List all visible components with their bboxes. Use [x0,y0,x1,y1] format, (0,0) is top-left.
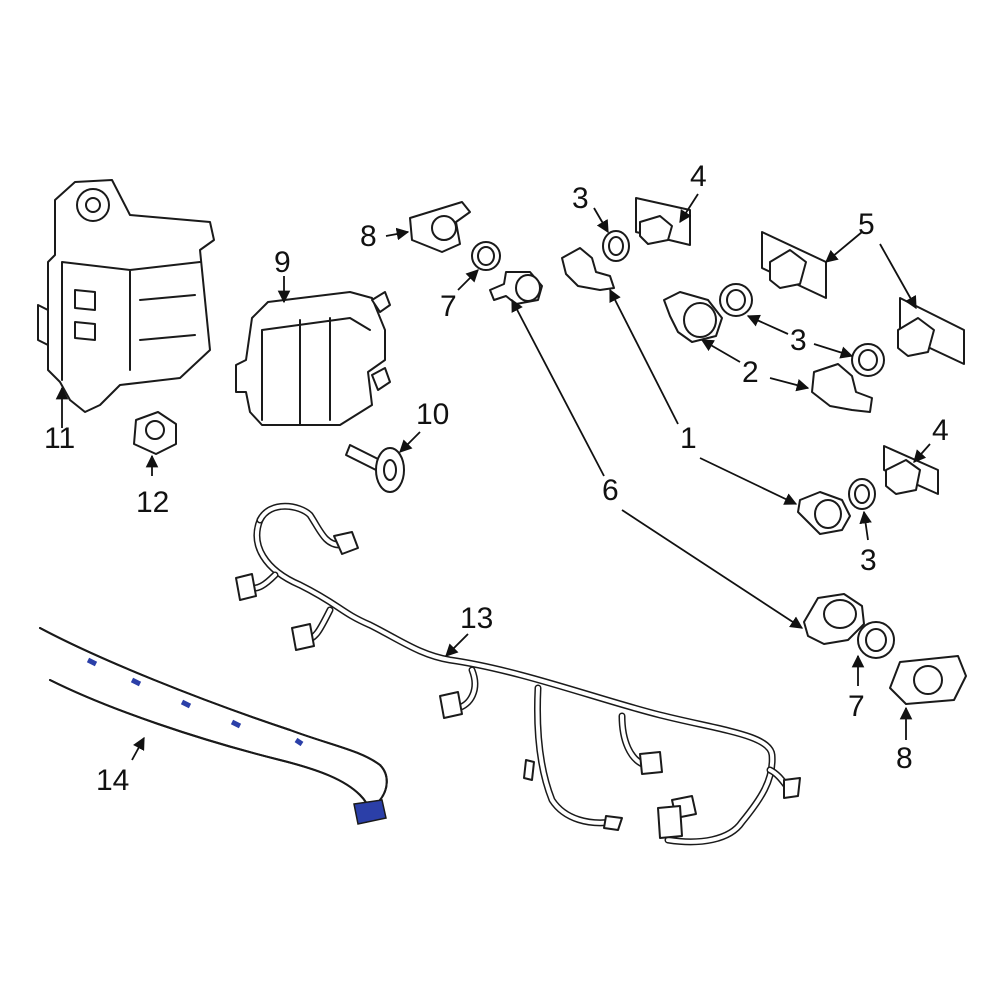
part-3-ring-lower [848,478,876,510]
callout-3-lower: 3 [860,544,877,577]
part-1-sensor-lower [797,491,851,535]
part-12-nut [133,411,177,455]
callout-14: 14 [96,764,129,797]
part-8-bezel-upper [409,201,471,253]
callout-7-lower: 7 [848,690,865,723]
callout-12: 12 [136,486,169,519]
callout-5: 5 [858,208,875,241]
part-6-sensor-upper [489,271,543,305]
callout-1: 1 [680,422,697,455]
callout-3-middle: 3 [790,324,807,357]
part-8-bezel-lower [889,655,967,705]
part-6-sensor-lower [803,593,865,645]
part-5-bracket-upper [761,231,827,299]
part-3-ring-top [602,230,630,262]
part-2-sensor-b [811,363,873,413]
callout-13: 13 [460,602,493,635]
part-14-highlighted-harness [39,627,388,825]
callout-3-top: 3 [572,182,589,215]
part-3-ring-middle-b [851,343,885,377]
leader-lines [55,193,931,761]
part-9-control-module [235,291,391,426]
part-1-sensor-upper [561,247,615,291]
part-11-module-bracket [37,179,215,413]
part-10-bolt [345,444,405,493]
part-5-bracket-lower [897,297,965,365]
callout-9: 9 [274,246,291,279]
part-3-ring-middle-a [719,283,753,317]
callout-4-lower: 4 [932,414,949,447]
callout-6: 6 [602,474,619,507]
part-7-ring-lower [857,621,895,659]
callout-10: 10 [416,398,449,431]
callout-11: 11 [44,422,75,455]
callout-labels: 11 12 9 10 8 7 3 4 5 3 2 1 4 3 6 7 8 13 … [44,160,949,797]
part-4-bracket-lower [883,445,939,495]
part-4-bracket-top [635,197,691,246]
callout-4-top: 4 [690,160,707,193]
callout-8-lower: 8 [896,742,913,775]
part-13-wiring-harness [235,502,801,846]
callout-8-upper: 8 [360,220,377,253]
part-7-ring-upper [471,241,501,271]
callout-7-upper: 7 [440,290,457,323]
part-2-sensor-a [663,291,723,343]
callout-2: 2 [742,356,759,389]
